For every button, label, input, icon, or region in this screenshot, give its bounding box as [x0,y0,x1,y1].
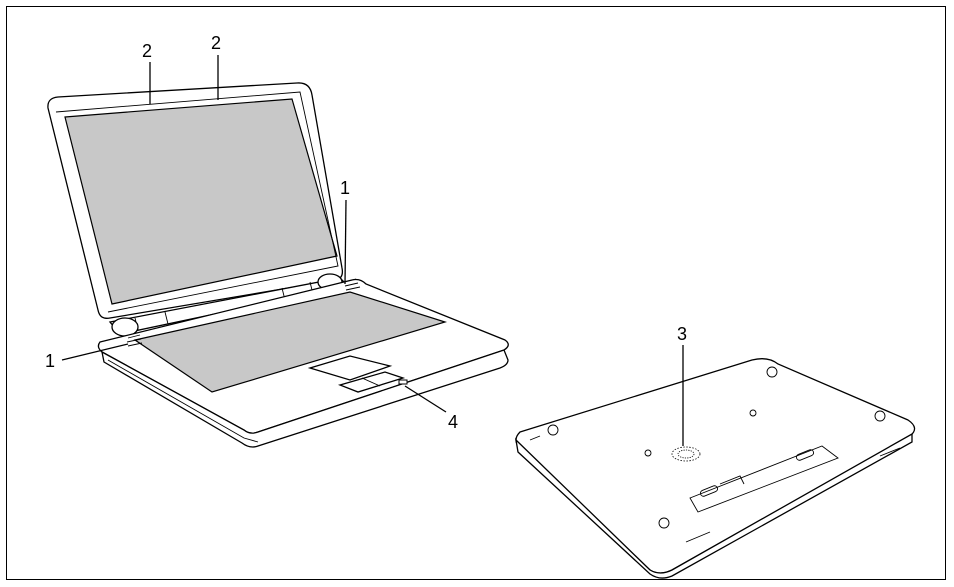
keyboard-area [133,291,448,393]
callout-mic-right: 2 [211,33,221,53]
callout-speaker-left: 1 [45,351,55,371]
callout-speaker-right: 1 [340,178,350,198]
subwoofer-grille [671,446,701,462]
headphone-port [398,379,408,385]
open-laptop [47,82,509,448]
speaker-right [343,278,361,291]
laptop-screen [64,98,338,305]
speaker-left [126,334,143,347]
laptop-underside [515,358,916,579]
callout-subwoofer: 3 [677,324,687,344]
leader-lines [61,55,684,446]
callout-mic-left: 2 [142,41,152,61]
touchpad [307,355,393,381]
callout-headphone-port: 4 [448,412,458,432]
